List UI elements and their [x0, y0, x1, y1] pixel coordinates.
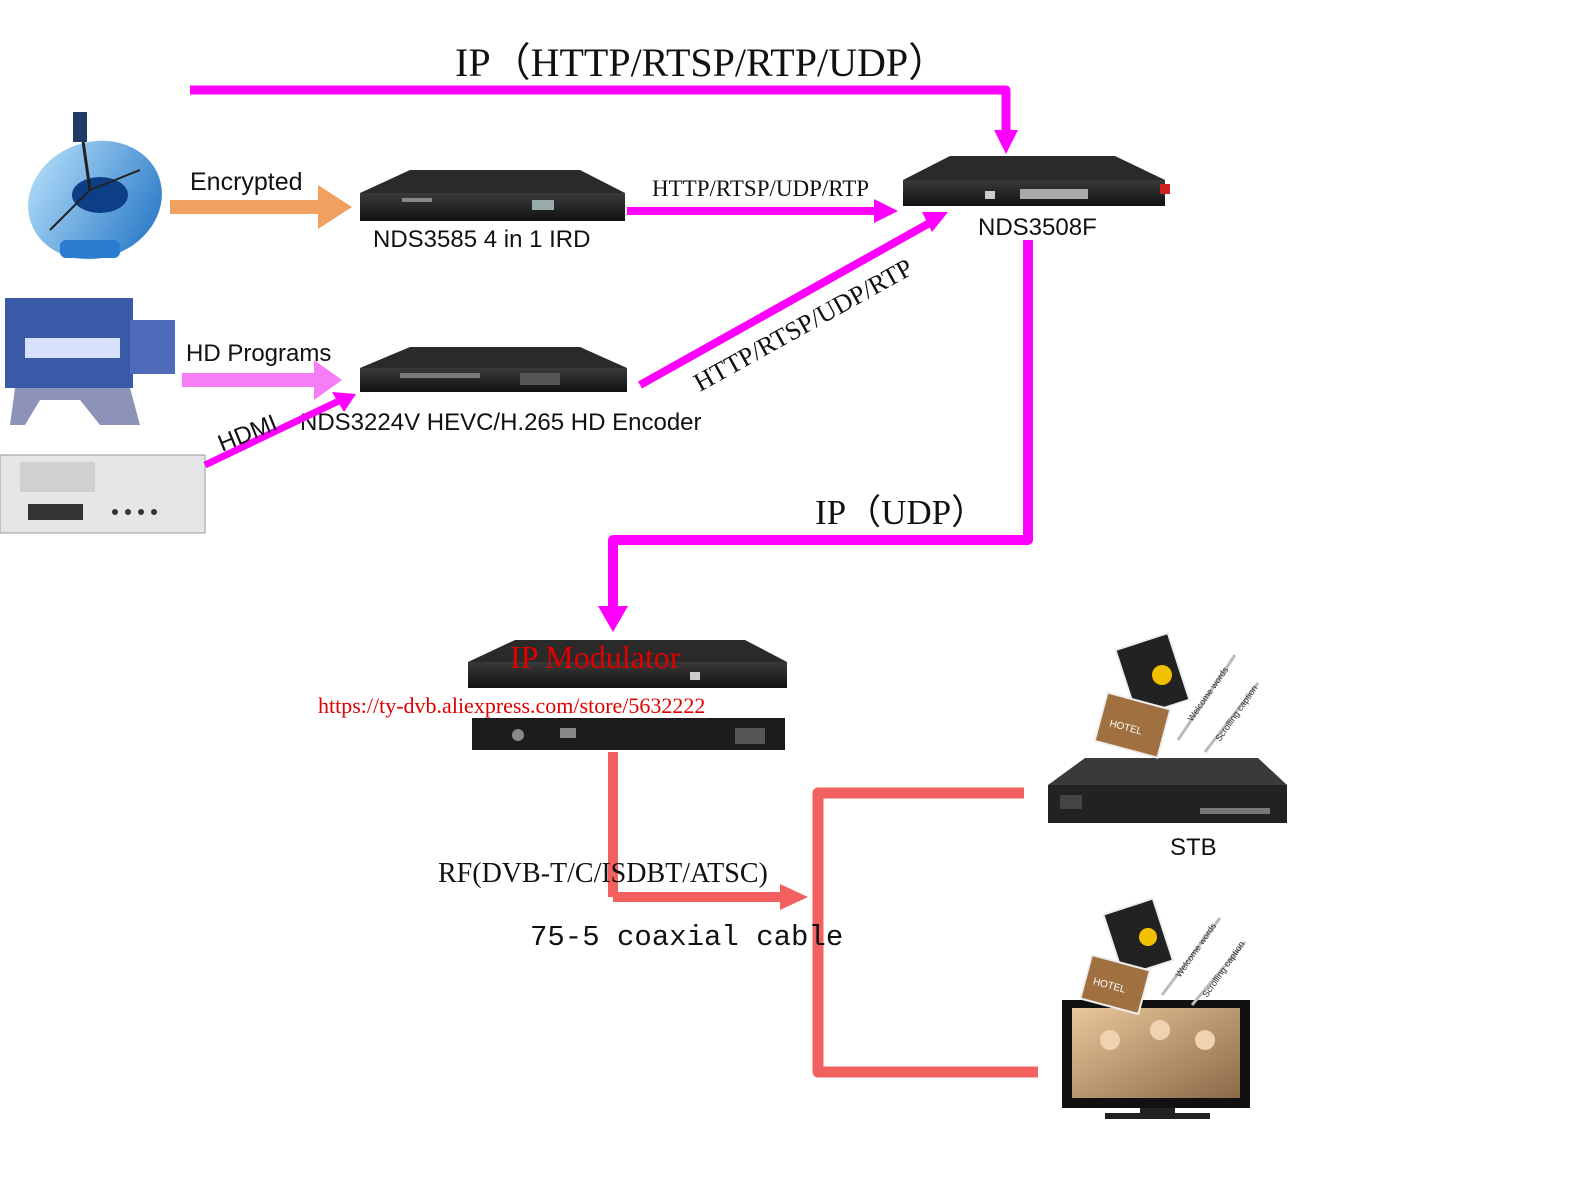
encoder-to-switch-link	[638, 212, 948, 389]
satellite-dish-icon	[28, 112, 162, 260]
ip-udp-link	[598, 240, 1033, 632]
encoder-to-switch-label: HTTP/RTSP/UDP/RTP	[689, 253, 918, 397]
stb-scroll-text: Scrolling caption	[1213, 683, 1259, 743]
coax-label: 75-5 coaxial cable	[530, 921, 843, 954]
television-icon	[1062, 1000, 1250, 1119]
tv-welcome-text: Welcome words	[1173, 921, 1218, 979]
dvd-player-icon	[0, 454, 206, 534]
ip-udp-label: IP（UDP）	[815, 493, 986, 532]
hdmi-label: HDMI	[214, 410, 281, 458]
hd-programs-arrow	[182, 360, 342, 400]
top-ip-label: IP（HTTP/RTSP/RTP/UDP）	[455, 40, 948, 85]
encoder-device	[360, 347, 627, 392]
ird-to-switch-label: HTTP/RTSP/UDP/RTP	[652, 176, 869, 201]
switch-label: NDS3508F	[978, 214, 1097, 241]
stb-label: STB	[1170, 834, 1217, 861]
ird-label: NDS3585 4 in 1 IRD	[373, 226, 590, 253]
ird-to-switch-link	[627, 199, 898, 223]
encoder-label: NDS3224V HEVC/H.265 HD Encoder	[300, 409, 702, 436]
hdmi-link	[203, 392, 356, 469]
encrypted-label: Encrypted	[190, 168, 303, 196]
hd-programs-label: HD Programs	[186, 340, 331, 367]
encrypted-arrow	[170, 185, 352, 229]
switch-device	[903, 156, 1170, 206]
rf-label: RF(DVB-T/C/ISDBT/ATSC)	[438, 858, 768, 889]
ird-device	[360, 170, 625, 221]
modulator-title: IP Modulator	[510, 639, 681, 675]
stb-overlay: HOTEL Welcome words Scrolling caption	[1093, 631, 1260, 759]
tv-scroll-text: Scrolling caption	[1200, 939, 1246, 999]
stb-welcome-text: Welcome words	[1185, 665, 1230, 723]
ip-modulator-device	[468, 640, 787, 750]
set-top-box-icon	[1048, 758, 1287, 823]
rf-links	[608, 752, 1038, 1078]
video-camera-icon	[5, 298, 175, 425]
tv-overlay: HOTEL Welcome words Scrolling caption	[1079, 897, 1247, 1016]
top-ip-link	[190, 85, 1018, 154]
store-url: https://ty-dvb.aliexpress.com/store/5632…	[318, 693, 705, 718]
